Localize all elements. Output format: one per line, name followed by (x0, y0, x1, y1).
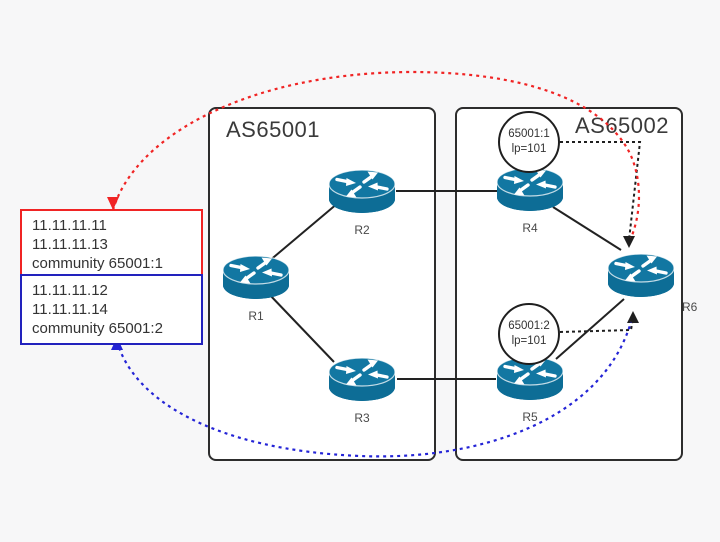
policy-community: 65001:2 (508, 320, 550, 333)
router-r1-label: R1 (248, 309, 264, 323)
router-r5: R5 (495, 355, 565, 424)
prefix-line: 11.11.11.13 (32, 236, 108, 253)
router-icon (495, 166, 565, 213)
router-r1: R1 (221, 254, 291, 323)
policy-localpref: lp=101 (511, 335, 547, 347)
blue-prefix-box: 11.11.11.12 11.11.11.14 community 65001:… (20, 274, 203, 345)
router-r4-label: R4 (522, 221, 538, 235)
policy-circle-65001-1: 65001:1 lp=101 (498, 111, 560, 173)
policy-circle-65001-2: 65001:2 lp=101 (498, 303, 560, 365)
router-r3: R3 (327, 356, 397, 425)
router-r2-label: R2 (354, 223, 370, 237)
router-icon (327, 356, 397, 403)
prefix-line: 11.11.11.12 (32, 282, 108, 299)
community-line: community 65001:1 (32, 255, 163, 272)
router-icon (221, 254, 291, 301)
router-r2: R2 (327, 168, 397, 237)
community-line: community 65001:2 (32, 320, 163, 337)
router-r6: R6 (606, 252, 697, 314)
red-prefix-box: 11.11.11.11 11.11.11.13 community 65001:… (20, 209, 203, 280)
router-r3-label: R3 (354, 411, 370, 425)
prefix-line: 11.11.11.11 (32, 217, 107, 234)
policy-localpref: lp=101 (511, 143, 547, 155)
router-r5-label: R5 (522, 410, 538, 424)
as65001-label: AS65001 (226, 117, 321, 142)
router-icon (327, 168, 397, 215)
as65002-label: AS65002 (574, 113, 669, 138)
router-r4: R4 (495, 166, 565, 235)
router-icon (606, 252, 676, 299)
router-r6-label: R6 (682, 300, 698, 314)
prefix-line: 11.11.11.14 (32, 301, 108, 318)
policy-community: 65001:1 (508, 128, 550, 141)
